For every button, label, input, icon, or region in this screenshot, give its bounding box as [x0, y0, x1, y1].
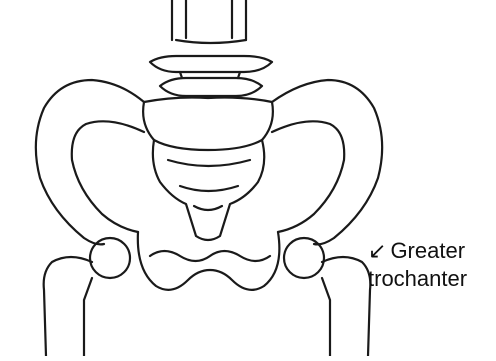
right-femoral-head — [284, 238, 324, 278]
lumbar-vertebrae — [150, 0, 272, 96]
label-text-trochanter: trochanter — [368, 266, 467, 291]
greater-trochanter-label-line-1: ↙Greater — [368, 238, 465, 264]
greater-trochanter-label-line-2: trochanter — [368, 266, 467, 292]
left-femur — [44, 257, 92, 356]
right-femur — [322, 257, 370, 356]
label-text-greater: Greater — [390, 238, 465, 263]
right-ilium — [272, 80, 382, 244]
arrow-down-left-icon: ↙ — [368, 238, 386, 264]
left-ilium — [36, 80, 144, 244]
sacrum — [143, 98, 273, 241]
left-femoral-head — [90, 238, 130, 278]
